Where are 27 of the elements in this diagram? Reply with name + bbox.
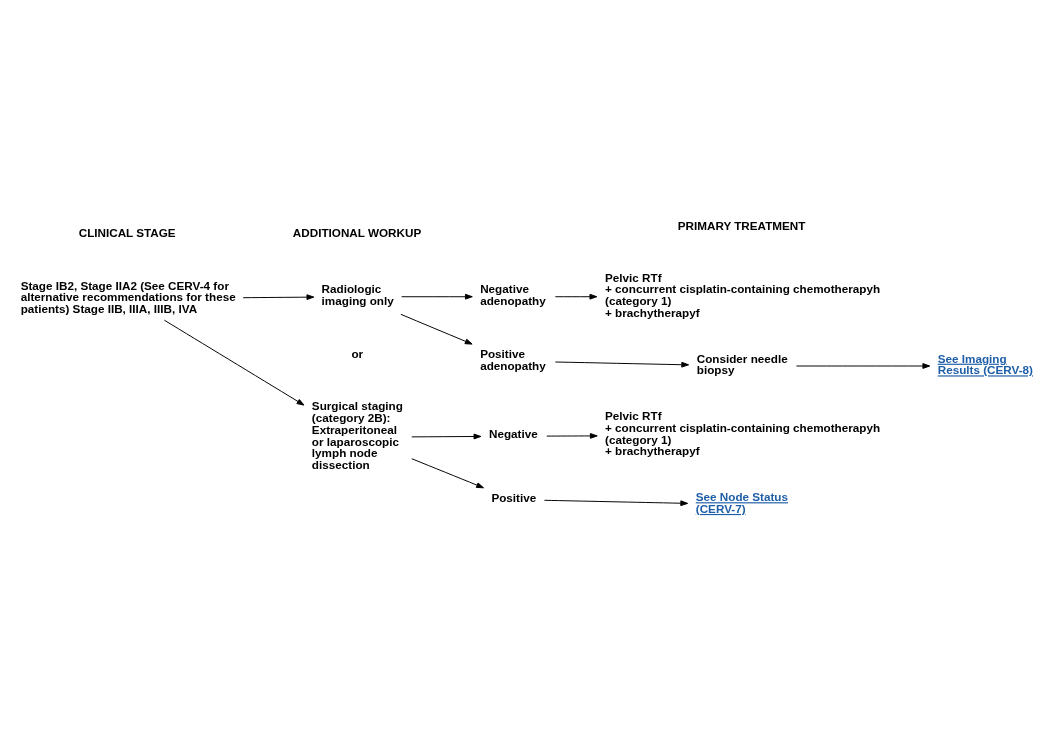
arrow (543, 499, 689, 506)
arrow (401, 293, 473, 300)
node-text: Surgical staging (category 2B): Extraperitoneal or laparoscopic lymph node dissection (311, 398, 403, 471)
arrow (554, 361, 690, 368)
arrow (554, 293, 598, 300)
arrow (411, 433, 482, 439)
node-text: Consider needle biopsy (696, 351, 788, 376)
node-text: Radiologic imaging only (321, 281, 394, 307)
node-text: Pelvic RTf + concurrent cisplatin-containing chemotherapyh (category 1) + brachytherapyf (605, 270, 881, 319)
label: or (351, 346, 364, 360)
node-text: Positive adenopathy (480, 346, 546, 372)
node-text: See Imaging Results (CERV-8) (937, 351, 1033, 376)
arrow (400, 313, 473, 345)
label: CLINICAL STAGE (78, 225, 176, 239)
arrow (796, 362, 931, 369)
arrow (411, 457, 485, 488)
arrow (163, 319, 305, 406)
node-text: Pelvic RTf + concurrent cisplatin-containing chemotherapyh (category 1) + brachytherapyf (605, 408, 881, 457)
node-text: Stage IB2, Stage IIA2 (See CERV-4 for alternative recommendations for these patients) Stage IIB, IIIA, IIIB, IVA (20, 278, 236, 315)
node-text: Negative adenopathy (480, 281, 546, 307)
node-text: Negative (488, 426, 538, 440)
label: ADDITIONAL WORKUP (292, 225, 422, 239)
arrow (546, 432, 598, 439)
node-text: See Node Status (CERV-7) (695, 489, 789, 515)
arrow (242, 293, 315, 300)
label: PRIMARY TREATMENT (677, 218, 806, 232)
node-text: Positive (491, 490, 537, 504)
